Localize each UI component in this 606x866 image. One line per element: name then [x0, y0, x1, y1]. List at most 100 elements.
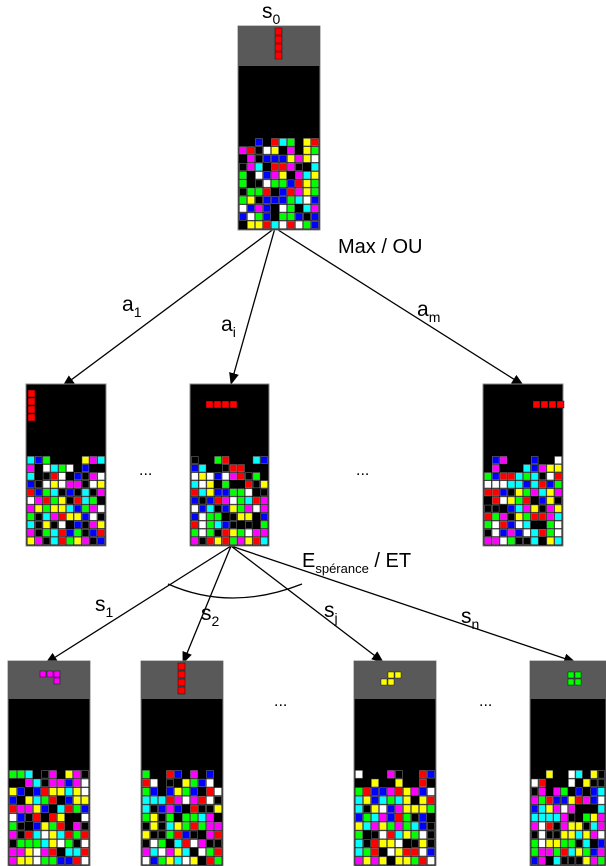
stack-cell: [27, 520, 35, 529]
stack-cell: [523, 512, 531, 521]
stack-cell: [66, 464, 74, 472]
stack-cell: [206, 529, 214, 537]
stack-cell: [27, 529, 35, 537]
stack-cell: [279, 220, 287, 229]
stack-cell: [507, 504, 515, 513]
stack-cell: [311, 171, 319, 180]
stack-cell: [81, 529, 90, 537]
stack-cell: [81, 480, 90, 489]
stack-cell: [229, 464, 237, 472]
stack-cell: [81, 856, 89, 865]
stack-cell: [403, 813, 411, 822]
stack-cell: [255, 204, 263, 213]
stack-cell: [81, 822, 89, 831]
stack-cell: [553, 856, 561, 865]
edge-root-action-m: [274, 227, 524, 386]
stack-cell: [17, 856, 25, 865]
stack-cell: [523, 472, 531, 481]
stack-cell: [74, 504, 82, 513]
stack-cell: [523, 480, 531, 489]
stack-cell: [33, 804, 41, 813]
stack-cell: [237, 512, 245, 521]
stack-cell: [271, 179, 279, 188]
stack-cell: [49, 787, 57, 796]
stack-cell: [484, 480, 492, 489]
stack-cell: [27, 504, 35, 513]
stack-cell: [279, 179, 287, 188]
stack-cell: [523, 464, 531, 472]
stack-cell: [33, 847, 41, 857]
stack-cell: [17, 804, 25, 813]
stack-cell: [25, 839, 33, 848]
stack-cell: [538, 488, 547, 497]
stack-cell: [279, 171, 287, 180]
stack-cell: [387, 804, 395, 813]
active-piece-cell: [229, 400, 238, 409]
stack-cell: [411, 822, 419, 831]
stack-cell: [546, 504, 554, 513]
stack-cell: [206, 847, 214, 857]
stack-cell: [553, 804, 561, 813]
stack-cell: [9, 839, 17, 848]
stack-cell: [229, 537, 237, 545]
stack-cell: [191, 504, 199, 513]
stack-cell: [371, 847, 379, 857]
stack-cell: [427, 796, 435, 805]
stack-cell: [174, 839, 182, 848]
stack-cell: [263, 204, 271, 213]
stack-cell: [89, 529, 97, 537]
stack-cell: [427, 847, 435, 857]
stack-cell: [65, 778, 73, 788]
stack-cell: [198, 496, 207, 505]
stack-cell: [166, 796, 174, 805]
stack-cell: [65, 787, 73, 796]
stack-cell: [222, 520, 230, 529]
stack-cell: [17, 822, 25, 831]
stack-cell: [58, 464, 66, 472]
stack-cell: [206, 537, 214, 545]
stack-cell: [371, 822, 379, 831]
stack-cell: [560, 796, 568, 805]
stack-cell: [395, 770, 403, 779]
stack-cell: [65, 796, 73, 805]
stack-cell: [590, 830, 598, 839]
active-piece-cell: [274, 27, 283, 36]
stack-cell: [198, 822, 206, 831]
stack-cell: [27, 472, 35, 481]
stack-cell: [492, 537, 500, 545]
stack-cell: [355, 804, 363, 813]
stack-cell: [198, 529, 207, 537]
stack-cell: [247, 212, 255, 221]
stack-cell: [355, 796, 363, 805]
stack-cell: [89, 504, 97, 513]
stack-cell: [50, 512, 58, 521]
chance-and-arc: [167, 583, 303, 599]
stack-cell: [206, 770, 214, 779]
stack-cell: [575, 847, 583, 857]
stack-cell: [554, 488, 562, 497]
stack-cell: [271, 220, 279, 229]
stack-cell: [191, 512, 199, 521]
stack-cell: [214, 504, 222, 513]
stack-cell: [182, 813, 190, 822]
stack-cell: [158, 813, 166, 822]
stack-cell: [590, 778, 598, 788]
active-piece-cell: [27, 413, 36, 422]
stack-cell: [419, 770, 427, 779]
stack-cell: [245, 520, 253, 529]
stack-cell: [42, 496, 51, 505]
stack-cell: [66, 512, 74, 521]
stack-cell: [206, 778, 214, 788]
stack-cell: [531, 537, 539, 545]
active-piece-cell: [387, 671, 395, 679]
stack-cell: [411, 847, 419, 857]
stack-cell: [174, 830, 182, 839]
stack-cell: [538, 504, 547, 513]
stack-cell: [311, 138, 319, 147]
stack-cell: [311, 212, 319, 221]
stack-cell: [287, 163, 295, 171]
stack-cell: [25, 778, 33, 788]
stack-cell: [575, 830, 583, 839]
stack-cell: [538, 496, 547, 505]
stack-cell: [74, 529, 82, 537]
